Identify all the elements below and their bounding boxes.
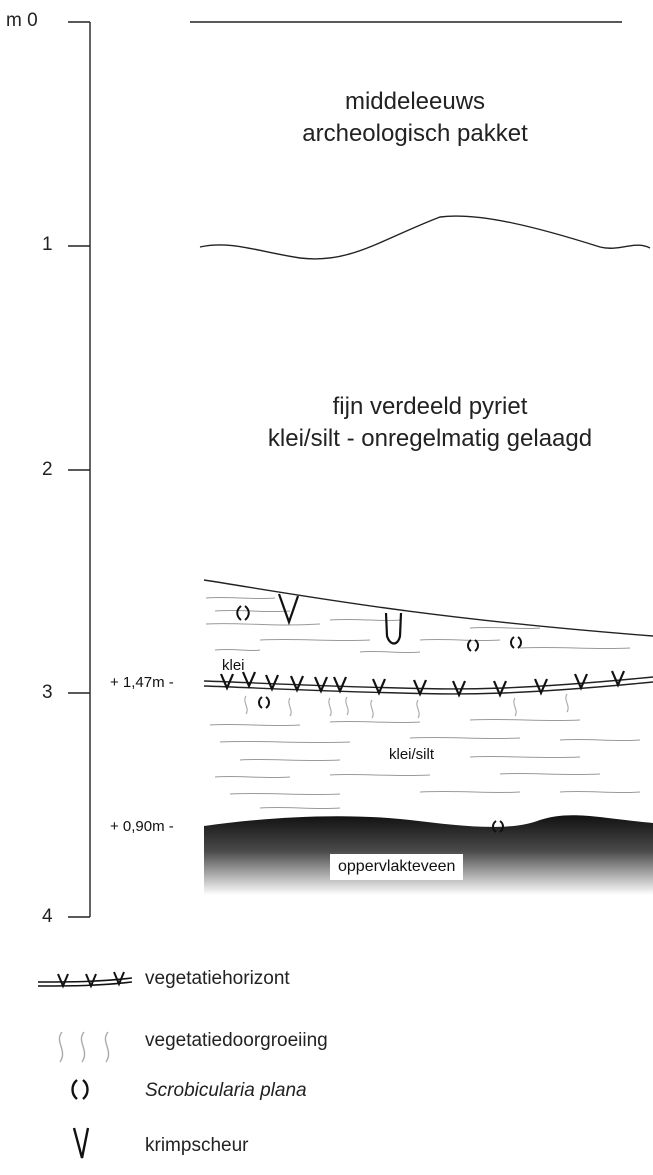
clay-top-boundary	[203, 579, 653, 637]
pyrite-layer-line2: klei/silt - onregelmatig gelaagd	[267, 425, 593, 452]
level-label-lower: + 0,90m -	[110, 818, 174, 835]
silt-laminae-lower	[209, 718, 641, 810]
shell-marks	[236, 605, 522, 833]
clay-silt-label: klei/silt	[389, 746, 435, 763]
root-growth-icon	[58, 1031, 110, 1063]
root-growth-marks	[244, 693, 569, 719]
medieval-layer-line2: archeologisch pakket	[302, 120, 528, 147]
clay-label: klei	[222, 657, 245, 674]
vegetation-horizon	[203, 676, 653, 695]
depth-label-1: 1	[42, 234, 53, 255]
crack-marks	[277, 593, 403, 645]
wavy-boundary-line	[199, 215, 651, 260]
depth-label-4: 4	[42, 906, 53, 927]
silt-laminae-upper	[205, 596, 631, 654]
legend-label-vegetation-horizon: vegetatiehorizont	[145, 968, 290, 989]
legend-symbols	[37, 971, 133, 1159]
depth-label-2: 2	[42, 459, 53, 480]
depth-scale	[68, 21, 91, 918]
level-label-upper: + 1,47m -	[110, 674, 174, 691]
legend-label-root-growth: vegetatiedoorgroeiing	[145, 1030, 328, 1051]
crack-icon	[72, 1127, 90, 1159]
depth-label-0: m 0	[6, 10, 38, 31]
vegetation-horizon-icon	[37, 971, 133, 989]
pyrite-layer-title: fijn verdeeld pyriet klei/silt - onregel…	[200, 391, 653, 455]
medieval-layer-line1: middeleeuws	[344, 88, 486, 115]
pyrite-layer-line1: fijn verdeeld pyriet	[332, 393, 528, 420]
peat-label: oppervlakteveen	[330, 854, 464, 880]
vegetation-v-marks	[219, 670, 626, 698]
legend-label-crack: krimpscheur	[145, 1135, 249, 1156]
depth-label-3: 3	[42, 682, 53, 703]
legend-label-shell: Scrobicularia plana	[145, 1080, 307, 1101]
shell-icon	[71, 1079, 89, 1100]
medieval-layer-title: middeleeuws archeologisch pakket	[230, 86, 600, 150]
